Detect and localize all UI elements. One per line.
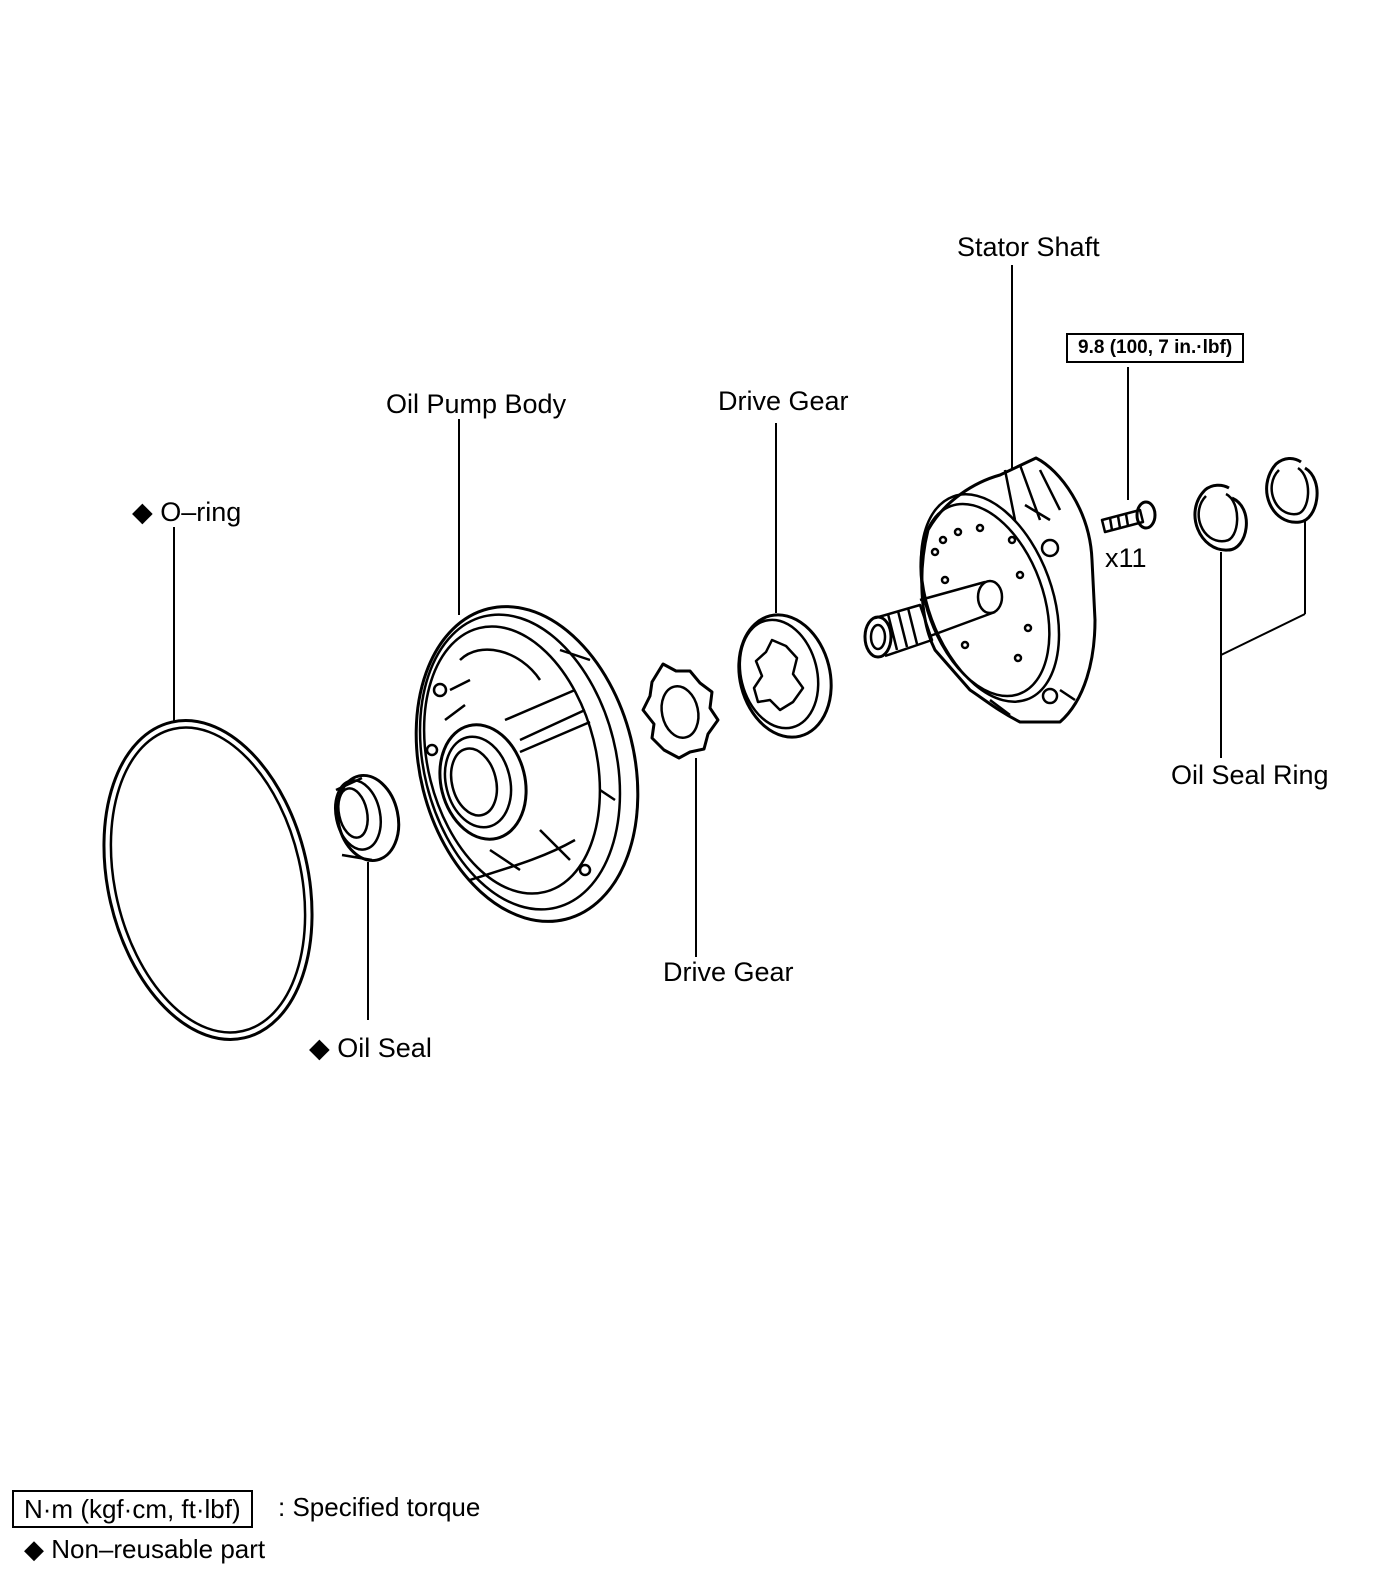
o-ring-label-text: O–ring (160, 497, 242, 527)
oil-seal-part (334, 773, 401, 863)
non-reusable-icon: ◆ (132, 497, 153, 527)
oil-seal-ring-label: Oil Seal Ring (1171, 760, 1329, 790)
stator-shaft-label: Stator Shaft (957, 232, 1100, 262)
drive-gear-bottom-label: Drive Gear (663, 957, 794, 987)
non-reusable-icon: ◆ (309, 1033, 330, 1063)
legend-torque-description: : Specified torque (278, 1492, 481, 1522)
legend-torque-unit-box: N·m (kgf·cm, ft·lbf) (12, 1490, 253, 1528)
legend-non-reusable: ◆ Non–reusable part (24, 1534, 266, 1564)
drive-gear-large-part (737, 613, 833, 739)
o-ring-part (102, 719, 314, 1041)
oil-seal-ring-parts (1193, 457, 1319, 552)
bolt-part (1100, 500, 1157, 534)
oil-pump-body-label: Oil Pump Body (386, 389, 567, 419)
drive-gear-small-part (641, 662, 720, 760)
bolt-qty-label: x11 (1105, 543, 1147, 573)
oil-seal-label-text: Oil Seal (337, 1033, 432, 1063)
oil-pump-body-part (414, 605, 640, 923)
stator-shaft-part (863, 456, 1097, 724)
torque-spec-box: 9.8 (100, 7 in.·lbf) (1066, 333, 1245, 363)
o-ring-label: ◆ O–ring (132, 497, 241, 527)
oil-seal-label: ◆ Oil Seal (309, 1033, 432, 1063)
drive-gear-top-label: Drive Gear (718, 386, 849, 416)
leader-lines (173, 265, 1306, 1020)
